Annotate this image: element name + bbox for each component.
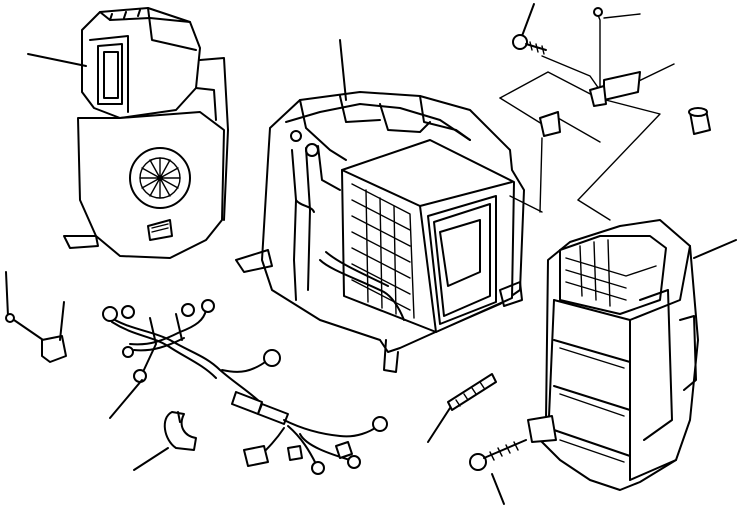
leader-heater-unit — [693, 239, 737, 259]
drain-hose — [427, 373, 497, 443]
ground-clip — [5, 271, 67, 363]
leader-blower — [27, 53, 87, 67]
evaporator-heater-unit — [235, 39, 525, 373]
leader-harness — [109, 379, 143, 419]
bracket-bolt — [512, 3, 547, 55]
mounting-bolt — [469, 439, 527, 505]
bracket — [539, 71, 641, 137]
heater-core-unit — [527, 219, 737, 491]
hose-clip — [133, 411, 197, 471]
blower-unit — [27, 7, 229, 259]
leader-central-unit — [339, 39, 347, 101]
wiring-harness — [102, 299, 388, 475]
rubber-cap — [688, 107, 711, 135]
